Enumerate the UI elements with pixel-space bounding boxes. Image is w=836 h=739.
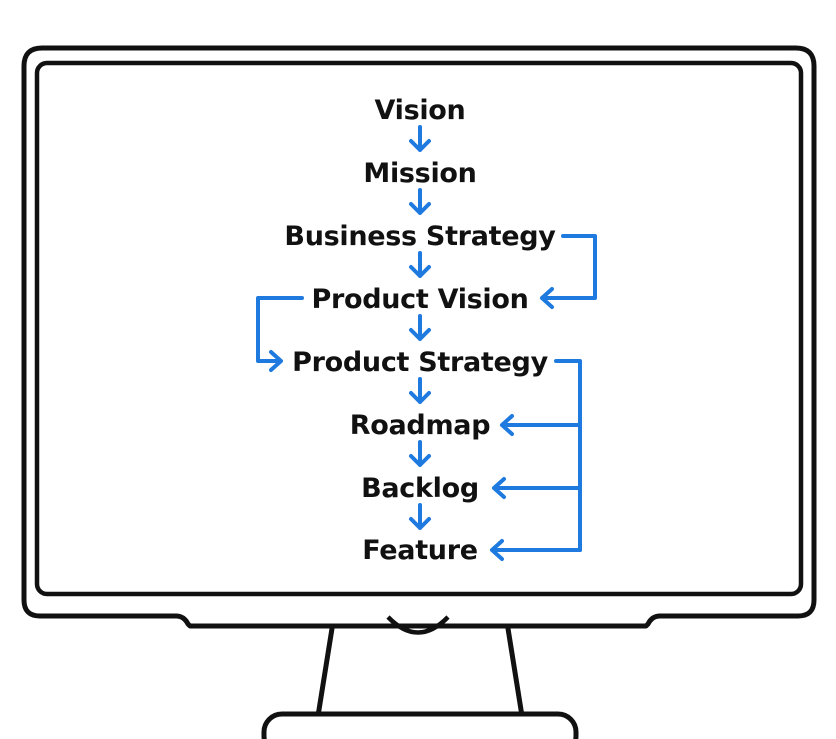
flow-arrow-product-strategy-to-roadmap bbox=[409, 377, 431, 404]
flow-arrow-roadmap-to-backlog bbox=[409, 440, 431, 467]
diagram-connectors bbox=[256, 125, 597, 561]
step-roadmap: Roadmap bbox=[350, 410, 490, 441]
flow-arrow-product-vision-to-product-strategy bbox=[409, 314, 431, 341]
step-product-strategy: Product Strategy bbox=[292, 347, 548, 378]
step-mission: Mission bbox=[363, 158, 476, 189]
step-backlog: Backlog bbox=[361, 473, 479, 504]
flow-arrow-business-strategy-to-product-vision bbox=[409, 251, 431, 278]
connector-product-vision-to-product-strategy bbox=[256, 296, 304, 372]
flow-arrow-vision-to-mission bbox=[409, 125, 431, 152]
step-vision: Vision bbox=[375, 95, 466, 126]
stand-base bbox=[261, 711, 579, 739]
bottom-bezel-notch bbox=[386, 615, 450, 635]
connector-to-roadmap bbox=[500, 414, 582, 436]
connector-business-strategy-to-product-vision bbox=[540, 234, 597, 309]
step-feature: Feature bbox=[362, 535, 478, 566]
connector-to-feature bbox=[490, 539, 582, 561]
connector-to-backlog bbox=[492, 477, 582, 499]
monitor-stand bbox=[261, 613, 579, 739]
step-business-strategy: Business Strategy bbox=[284, 221, 556, 252]
step-product-vision: Product Vision bbox=[311, 284, 528, 315]
diagram-steps: Vision Mission Business Strategy Product… bbox=[284, 95, 556, 566]
flow-arrow-mission-to-business-strategy bbox=[409, 188, 431, 215]
flow-arrow-backlog-to-feature bbox=[409, 503, 431, 530]
